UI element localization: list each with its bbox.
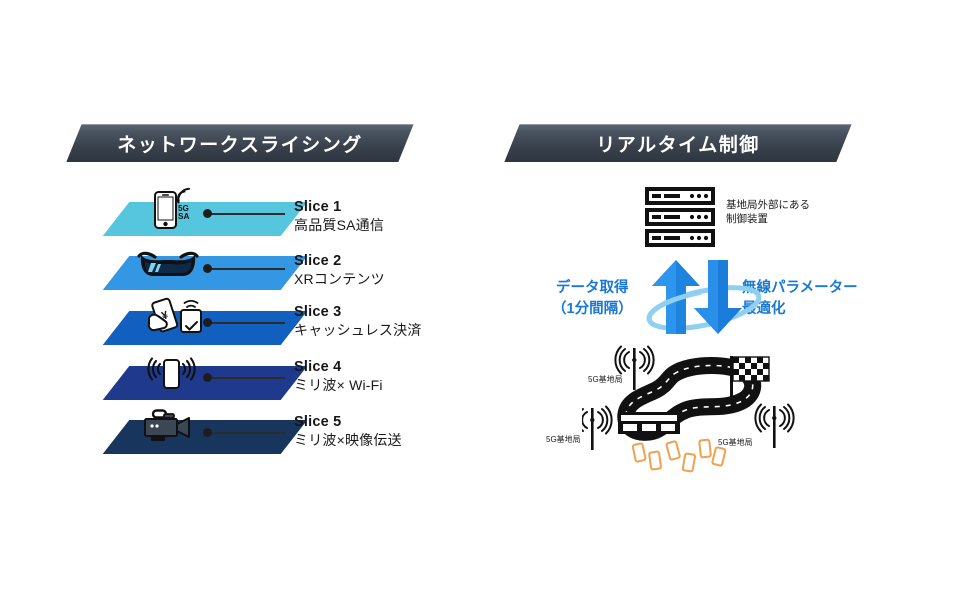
race-circuit-scene xyxy=(572,344,812,483)
slice-connector-5 xyxy=(209,432,285,434)
realtime-control-banner: リアルタイム制御 xyxy=(504,124,852,162)
base-station-label-1: 5G基地局 xyxy=(588,375,623,384)
slice-connector-dot-3 xyxy=(203,318,212,327)
arrow-down-icon xyxy=(694,260,742,334)
video-camera-icon xyxy=(139,406,201,449)
grandstand-icon xyxy=(618,412,680,434)
checkered-flag-icon xyxy=(730,356,770,400)
antenna-tower-icon xyxy=(572,405,613,450)
svg-text:SA: SA xyxy=(178,212,189,221)
phone-outline-icon xyxy=(631,442,647,463)
slice-label-2: Slice 2 XRコンテンツ xyxy=(294,253,385,288)
realtime-control-panel: リアルタイム制御 xyxy=(478,0,957,598)
rack-caption-line1: 基地局外部にある xyxy=(726,199,810,211)
slice-subtitle-2: XRコンテンツ xyxy=(294,271,385,287)
realtime-control-banner-title: リアルタイム制御 xyxy=(596,134,760,156)
network-slicing-banner-title: ネットワークスライシング xyxy=(117,134,363,156)
svg-text:5G: 5G xyxy=(178,204,189,213)
base-station-label-2: 5G基地局 xyxy=(546,435,581,444)
slice-connector-3 xyxy=(209,322,285,324)
slice-connector-1 xyxy=(209,213,285,215)
slice-connector-dot-2 xyxy=(203,264,212,273)
slice-connector-dot-5 xyxy=(203,428,212,437)
device-group xyxy=(631,438,727,473)
orbit-ellipse-icon xyxy=(646,285,762,331)
base-station-label-3: 5G基地局 xyxy=(718,438,753,447)
network-slicing-panel: ネットワークスライシング 5G SA Slice 1 高品質 xyxy=(0,0,478,598)
slice-slab-2 xyxy=(102,256,308,290)
antenna-tower-icon xyxy=(754,403,795,448)
slice-title-3: Slice 3 xyxy=(294,304,342,320)
slice-label-5: Slice 5 ミリ波×映像伝送 xyxy=(294,414,402,449)
cashless-payment-icon: ¥ xyxy=(143,296,207,341)
phone-wifi-waves-icon xyxy=(141,350,201,397)
svg-text:¥: ¥ xyxy=(160,309,170,323)
slice-title-5: Slice 5 xyxy=(294,414,342,430)
phone-outline-icon xyxy=(681,452,696,473)
slice-connector-dot-4 xyxy=(203,373,212,382)
flow-label-left-line2: （1分間隔） xyxy=(552,301,633,317)
slice-subtitle-4: ミリ波× Wi-Fi xyxy=(294,377,383,393)
slice-connector-dot-1 xyxy=(203,209,212,218)
slice-subtitle-1: 高品質SA通信 xyxy=(294,217,385,233)
vr-goggles-icon xyxy=(137,249,199,288)
rack-caption-line2: 制御装置 xyxy=(726,213,768,225)
slice-connector-4 xyxy=(209,377,285,379)
slice-label-4: Slice 4 ミリ波× Wi-Fi xyxy=(294,359,383,394)
server-rack-icon xyxy=(644,186,716,253)
bidirectional-flow-arrows xyxy=(640,256,768,343)
slice-title-1: Slice 1 xyxy=(294,199,342,215)
phone-outline-icon xyxy=(648,450,662,471)
slice-slab-5 xyxy=(102,420,308,454)
slice-label-3: Slice 3 キャッシュレス決済 xyxy=(294,304,422,339)
flow-label-right-line1: 無線パラメーター xyxy=(742,280,858,296)
slice-connector-2 xyxy=(209,268,285,270)
slice-title-4: Slice 4 xyxy=(294,359,342,375)
slice-slab-4 xyxy=(102,366,308,400)
slice-slab-1 xyxy=(102,202,308,236)
smartphone-5gsa-icon: 5G SA xyxy=(145,186,197,237)
phone-outline-icon xyxy=(698,438,712,459)
slice-subtitle-5: ミリ波×映像伝送 xyxy=(294,432,402,448)
slice-label-1: Slice 1 高品質SA通信 xyxy=(294,199,384,234)
orbit-front-arc-icon xyxy=(646,289,702,321)
phone-outline-icon xyxy=(665,440,681,461)
slice-subtitle-3: キャッシュレス決済 xyxy=(294,322,422,338)
flow-label-left-line1: データ取得 xyxy=(556,280,629,296)
antenna-tower-icon xyxy=(614,345,655,390)
slice-title-2: Slice 2 xyxy=(294,253,342,269)
network-slicing-banner: ネットワークスライシング xyxy=(66,124,414,162)
phone-outline-icon xyxy=(711,446,727,467)
